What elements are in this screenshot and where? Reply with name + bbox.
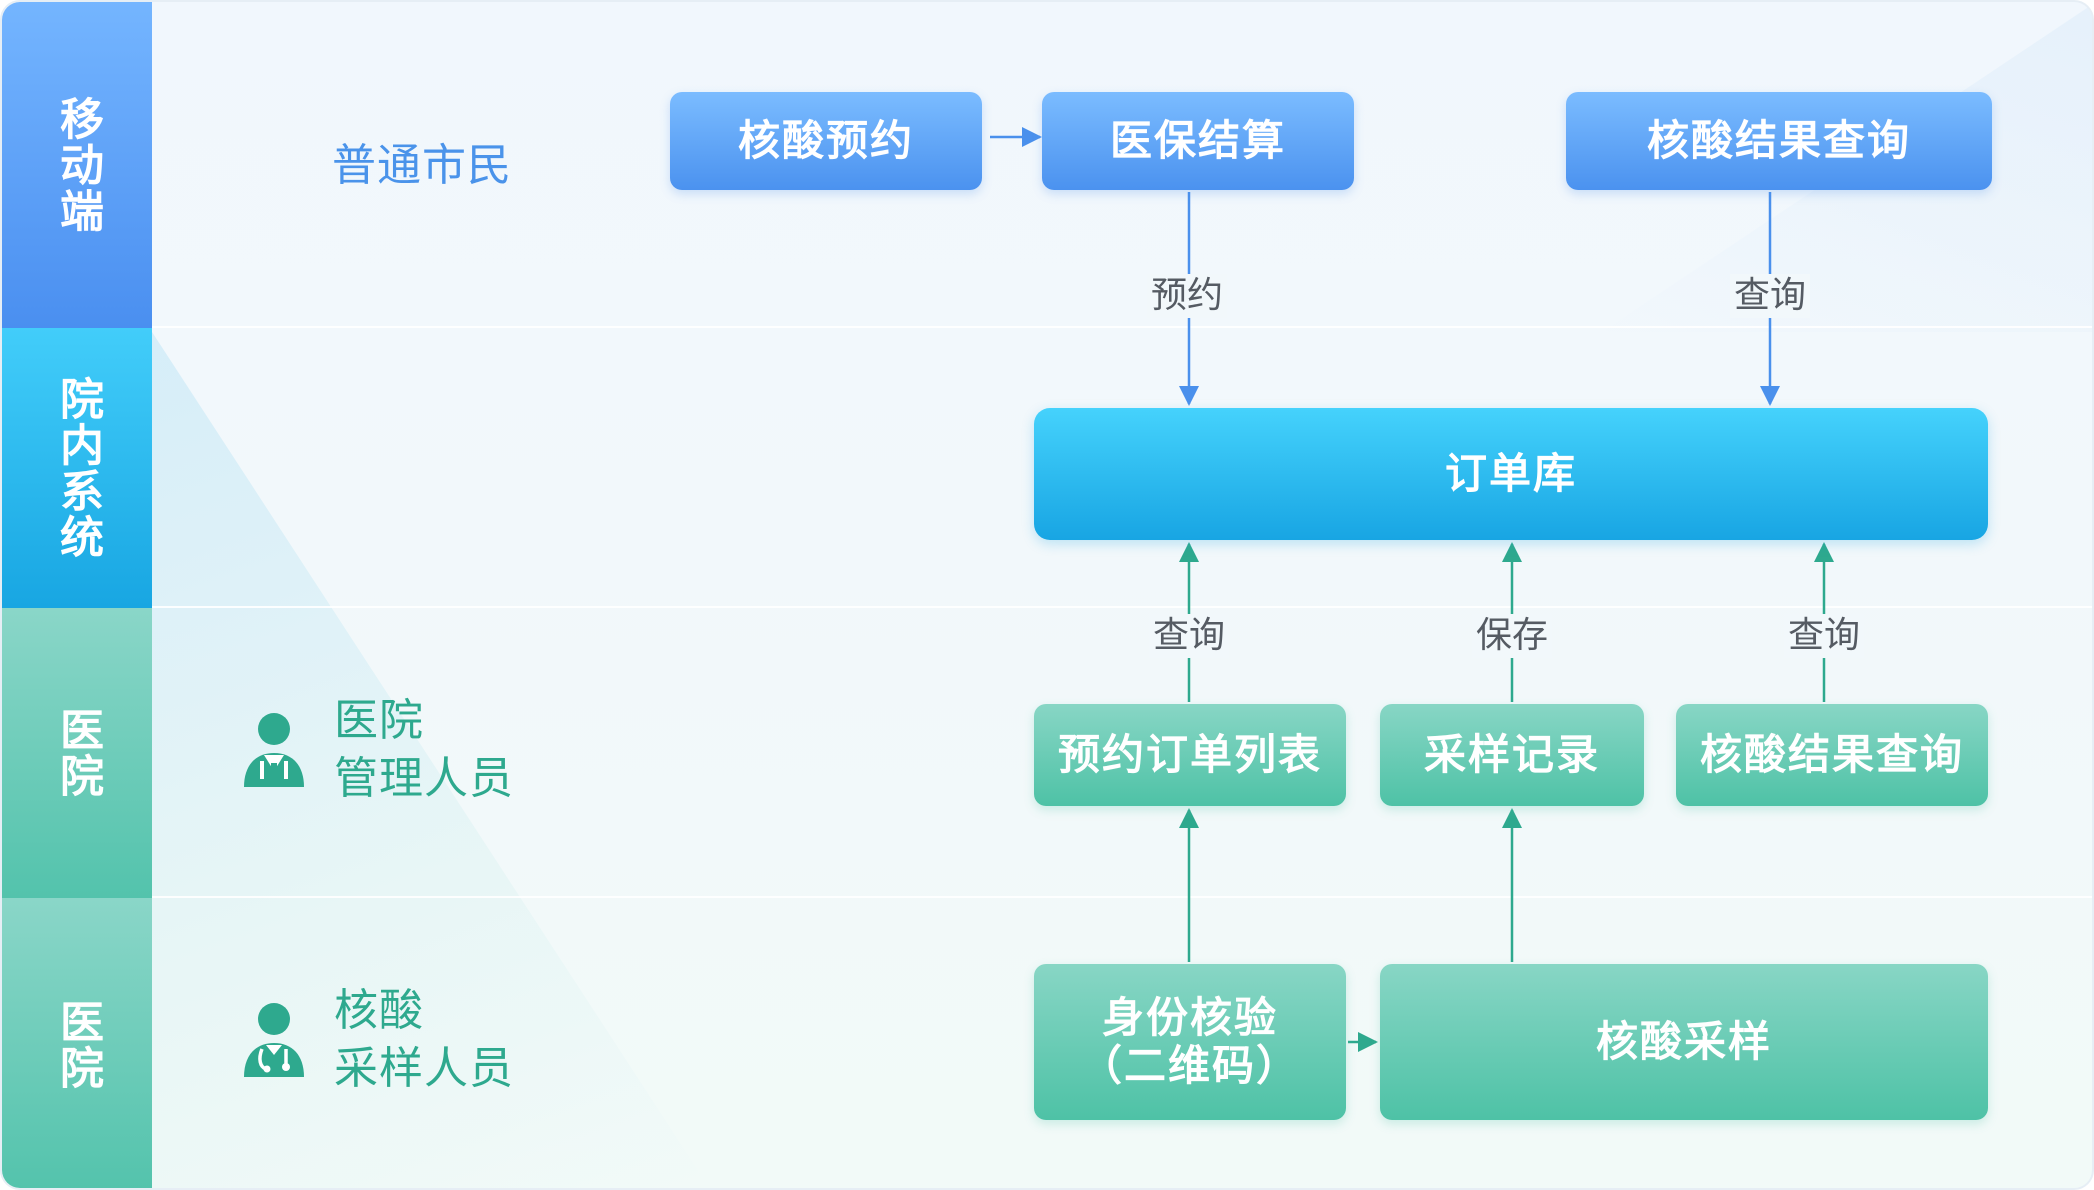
edge-label-booking: 预约: [1146, 274, 1228, 318]
node-order-database[interactable]: 订单库: [1034, 408, 1988, 540]
lane-divider: [152, 896, 2092, 898]
role-admin-text: 医院 管理人员: [334, 692, 514, 808]
role-admin-line1: 医院: [334, 695, 424, 746]
node-result-query-mobile[interactable]: 核酸结果查询: [1566, 92, 1992, 190]
doctor-person-icon: [244, 713, 304, 787]
node-nat-booking[interactable]: 核酸预约: [670, 92, 982, 190]
lane-label-mobile: 移动端: [2, 2, 152, 328]
node-identity-verification[interactable]: 身份核验 （二维码）: [1034, 964, 1346, 1120]
edge-label-save: 保存: [1471, 614, 1553, 658]
lane-label-hospital-sampling: 医院: [2, 898, 152, 1188]
role-admin-line2: 管理人员: [334, 753, 514, 804]
lane-divider: [152, 606, 2092, 608]
node-sample-record[interactable]: 采样记录: [1380, 704, 1644, 806]
lane-divider: [152, 326, 2092, 328]
node-identity-verification-line1: 身份核验: [1101, 993, 1278, 1042]
role-citizen-label: 普通市民: [332, 140, 512, 191]
node-insurance-settlement[interactable]: 医保结算: [1042, 92, 1354, 190]
lane-label-hospital-admin: 医院: [2, 608, 152, 898]
role-sampling-staff: 核酸 采样人员: [240, 982, 514, 1098]
role-sampler-line2: 采样人员: [334, 1043, 514, 1094]
node-order-list[interactable]: 预约订单列表: [1034, 704, 1346, 806]
lane-label-internal-system: 院内系统: [2, 328, 152, 608]
role-hospital-admin: 医院 管理人员: [240, 692, 514, 808]
role-citizen: 普通市民: [332, 137, 512, 195]
node-identity-verification-line2: （二维码）: [1079, 1041, 1300, 1090]
medical-staff-icon: [244, 1003, 304, 1077]
role-sampler-text: 核酸 采样人员: [334, 982, 514, 1098]
edge-label-query-order: 查询: [1148, 614, 1230, 658]
node-result-query-hospital[interactable]: 核酸结果查询: [1676, 704, 1988, 806]
role-sampler-line1: 核酸: [334, 985, 424, 1036]
edge-label-query-result: 查询: [1783, 614, 1865, 658]
edge-label-query-mobile: 查询: [1729, 274, 1811, 318]
node-nat-sampling[interactable]: 核酸采样: [1380, 964, 1988, 1120]
